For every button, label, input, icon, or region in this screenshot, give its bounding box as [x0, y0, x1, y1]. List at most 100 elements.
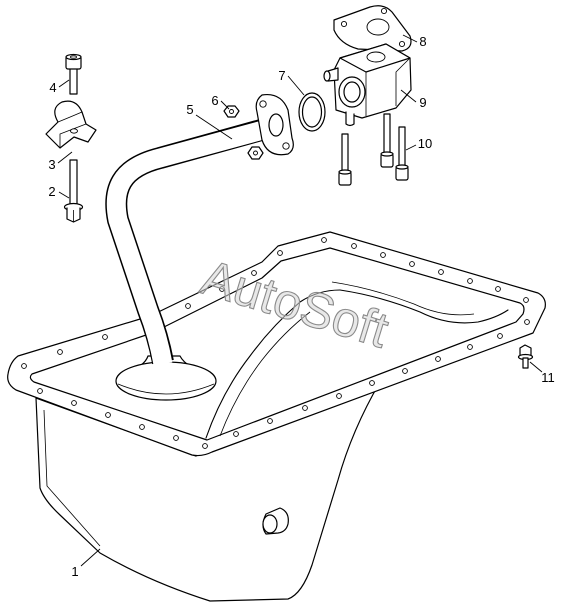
leader-3	[57, 151, 73, 164]
oil-pan-step-edge	[339, 289, 509, 324]
flange-hole	[380, 252, 386, 258]
flange-hole	[202, 443, 208, 449]
outlet-housing	[323, 43, 412, 127]
callout-7: 7	[278, 68, 285, 83]
gasket-bolt-hole	[340, 20, 348, 28]
housing-bolt-middle	[380, 113, 394, 168]
oil-pan-front-panel-line	[43, 409, 101, 547]
housing-bolt-right	[395, 126, 409, 181]
oil-pan-sump-wall-inner	[219, 311, 311, 437]
flange-hole	[37, 388, 43, 394]
nut-upper-bore	[229, 109, 234, 114]
callout-8: 8	[419, 34, 426, 49]
leader-7	[287, 75, 305, 96]
bolt-head-top	[338, 169, 352, 175]
flange-hole	[321, 237, 327, 243]
pipe-flange-hole	[282, 142, 290, 150]
clamp-bolt	[63, 159, 84, 223]
flange-hole	[336, 393, 342, 399]
bolt-shaft	[522, 357, 529, 369]
pipe-clamp	[45, 100, 97, 149]
flange-hole	[267, 418, 273, 424]
flange-hole	[57, 349, 63, 355]
flange-hole	[219, 286, 225, 292]
o-ring-inner	[301, 96, 323, 128]
leader-9	[400, 89, 417, 103]
flange-hole	[409, 261, 415, 267]
flange-hole	[251, 270, 257, 276]
oil-pan-sump-wall	[205, 289, 341, 439]
drain-plug-face	[262, 514, 278, 534]
flange-hole	[523, 297, 529, 303]
clamp-body	[45, 100, 97, 149]
callout-10: 10	[418, 136, 432, 151]
callouts: 1 2 3 4 5 6 7 8 9 10 11	[48, 34, 554, 579]
flange-hole	[277, 250, 283, 256]
pipe-flange-hole	[259, 100, 267, 108]
leader-6	[220, 100, 230, 110]
drain-plug	[262, 507, 289, 535]
flange-hole	[71, 400, 77, 406]
housing-drain-stub	[345, 111, 355, 127]
flange-hole	[369, 380, 375, 386]
bracket-bolt	[65, 53, 82, 95]
clamp-hole	[70, 128, 78, 134]
leader-8	[402, 34, 418, 43]
bolt-shaft	[341, 133, 349, 175]
callout-9: 9	[419, 95, 426, 110]
gasket-bolt-hole	[380, 7, 388, 15]
leader-4	[58, 79, 70, 88]
housing-edge	[365, 57, 411, 116]
nut-lower-bore	[253, 150, 258, 156]
flange-hole	[467, 344, 473, 350]
flange-hole	[438, 269, 444, 275]
clamp-fold	[57, 111, 87, 148]
flange-hole	[233, 431, 239, 437]
leader-5	[195, 114, 233, 140]
flange-hole	[435, 356, 441, 362]
flange-hole	[21, 363, 27, 369]
flange-hole	[524, 319, 530, 325]
bolt-socket	[70, 55, 77, 59]
flange-hole	[173, 435, 179, 441]
housing-bolt-left	[338, 133, 352, 186]
callout-2: 2	[48, 184, 55, 199]
callout-5: 5	[186, 102, 193, 117]
flange-hole	[495, 286, 501, 292]
callout-3: 3	[48, 157, 55, 172]
leader-2	[58, 191, 70, 199]
o-ring	[298, 92, 326, 132]
housing-top-port	[366, 51, 386, 63]
housing-side-port-bore	[343, 81, 361, 103]
callout-4: 4	[49, 80, 56, 95]
flange-hole	[351, 243, 357, 249]
pipe-tube	[106, 117, 277, 366]
flange-hole	[102, 334, 108, 340]
flange-hole	[497, 333, 503, 339]
leader-lines	[57, 34, 543, 567]
flange-hole	[105, 412, 111, 418]
pipe-outlet-opening	[268, 113, 284, 137]
housing-nozzle-end	[323, 70, 331, 82]
bolt-shaft	[398, 126, 406, 170]
housing-bolts	[338, 113, 409, 186]
bolt-shaft	[383, 113, 391, 157]
flange-hole	[467, 278, 473, 284]
gasket-center-hole	[366, 18, 390, 36]
gasket	[333, 5, 412, 52]
bolt-head-top	[395, 164, 409, 170]
pan-bolt	[517, 344, 534, 369]
flange-hole	[139, 424, 145, 430]
strainer-rim-edge	[117, 383, 215, 395]
oil-pan-step-edge-inner	[331, 281, 475, 316]
bolt-shaft	[69, 65, 78, 95]
callout-11: 11	[541, 370, 555, 385]
oil-pickup-pipe	[105, 93, 294, 401]
flange-hole	[185, 303, 191, 309]
callout-6: 6	[211, 93, 218, 108]
flange-hole	[302, 405, 308, 411]
gasket-bolt-hole	[398, 40, 406, 48]
leader-1	[80, 548, 101, 567]
nuts	[223, 105, 264, 160]
